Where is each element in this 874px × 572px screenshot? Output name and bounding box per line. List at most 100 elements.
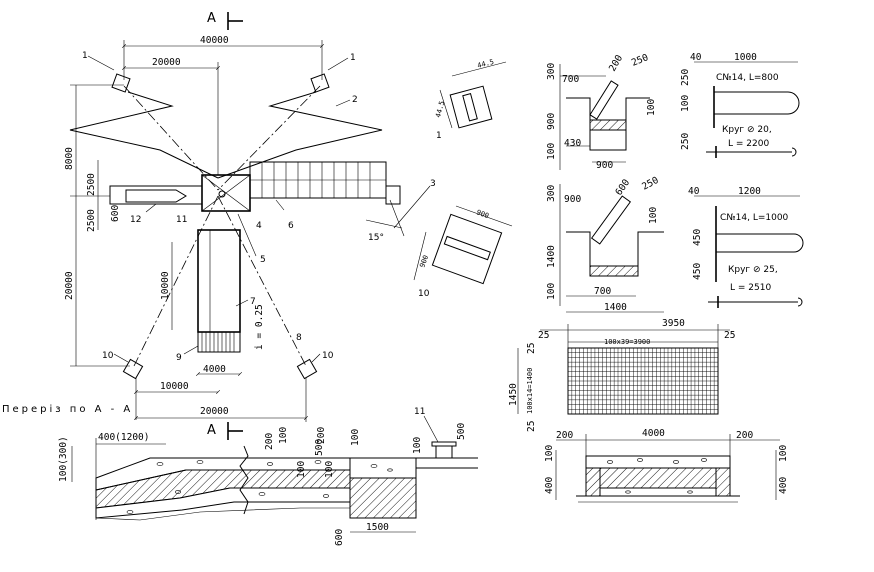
anchor-bottom-dim-900: 900 bbox=[564, 194, 581, 205]
section-mark-label-top: А bbox=[207, 11, 216, 26]
mesh-width: 3950 bbox=[662, 318, 685, 329]
anchor-top-dim-200: 200 bbox=[607, 53, 625, 74]
mesh-left-margin: 25 bbox=[538, 330, 549, 341]
slope-label: i = 0.25 bbox=[254, 304, 265, 350]
section-right-dim-200b: 200 bbox=[736, 430, 753, 441]
anchor-bottom-dim-1400: 1400 bbox=[546, 245, 557, 268]
plan-view: 40000 20000 1 1 2 8000 20000 2500 bbox=[64, 35, 436, 422]
dim-20000-top: 20000 bbox=[152, 57, 181, 68]
section-dim-500a: 500 bbox=[314, 439, 325, 456]
anchor-bottom-dim-100b: 100 bbox=[546, 283, 557, 300]
section-right-dim-200a: 200 bbox=[556, 430, 573, 441]
target-block-1-left: 1 bbox=[82, 51, 131, 93]
dim-4000-plan: 4000 bbox=[203, 364, 226, 375]
section-dim-400-1200: 400(1200) bbox=[98, 432, 149, 443]
section-dim-1500: 1500 bbox=[366, 522, 389, 533]
target-block-1-right: 1 bbox=[310, 53, 356, 93]
anchor-top-dim-100a: 100 bbox=[646, 99, 657, 116]
callout-4: 6 bbox=[288, 221, 294, 231]
anchor-top-dim-700: 700 bbox=[562, 74, 579, 85]
anchor-top-dim-900: 900 bbox=[546, 113, 557, 130]
section-callout-11: 11 bbox=[414, 407, 425, 417]
anchor-bottom-dim-300: 300 bbox=[546, 185, 557, 202]
mesh-cells-h: 100x39=3900 bbox=[604, 338, 650, 346]
callout-12: 12 bbox=[130, 215, 141, 225]
bar-bottom-round: Круг ⊘ 25, bbox=[728, 265, 778, 275]
section-dim-100d: 100 bbox=[350, 429, 361, 446]
bar-top-dim-250a: 250 bbox=[680, 133, 691, 150]
dim-20000-vertical: 20000 bbox=[64, 271, 75, 300]
section-dim-200a: 200 bbox=[264, 433, 275, 450]
section-right-dim-100b: 100 bbox=[778, 445, 789, 462]
section-dim-100b: 100 bbox=[296, 461, 307, 478]
section-dim-100c: 100 bbox=[324, 461, 335, 478]
bar-bottom-dim-40: 40 bbox=[688, 186, 700, 197]
bar-top-round: Круг ⊘ 20, bbox=[722, 125, 772, 135]
dim-600: 600 bbox=[110, 205, 121, 222]
callout-3: 3 bbox=[430, 179, 436, 189]
section-mark-label-bottom: А bbox=[207, 423, 216, 438]
target-block-10-right: 10 bbox=[296, 351, 334, 380]
bar-bottom-channel: С№14, L=1000 bbox=[720, 213, 789, 223]
callout-10-right: 10 bbox=[322, 351, 334, 361]
section-mark-top: А bbox=[207, 11, 243, 30]
section-mark-bottom: А bbox=[207, 422, 243, 440]
mesh-right-margin: 25 bbox=[724, 330, 735, 341]
bar-top-channel: С№14, L=800 bbox=[716, 73, 779, 83]
anchor-bottom-dim-700: 700 bbox=[594, 286, 611, 297]
detail-block-bottom: 900 900 10 bbox=[413, 205, 513, 299]
bar-top-length: L = 2200 bbox=[728, 139, 769, 149]
dim-10000-vertical: 10000 bbox=[160, 271, 171, 300]
dim-8000: 8000 bbox=[64, 147, 75, 170]
target-block-10-left: 10 bbox=[102, 351, 144, 380]
detail-bottom-dim-a: 900 bbox=[475, 208, 490, 220]
reinforcement-mesh: 25 3950 25 100x39=3900 25 1450 100x14=14… bbox=[508, 318, 735, 432]
bar-top-dim-40: 40 bbox=[690, 52, 702, 63]
bar-top-dim-100: 100 bbox=[680, 95, 691, 112]
anchor-detail-top: 250 700 300 200 900 100 430 900 100 40 1… bbox=[546, 52, 800, 171]
dim-10000-bottom: 10000 bbox=[160, 381, 189, 392]
detail-block-top: 44.5 44.5 1 bbox=[434, 58, 507, 141]
detail-top-dim-b: 44.5 bbox=[434, 100, 446, 118]
bar-top-dim-250b: 250 bbox=[680, 69, 691, 86]
callout-1-right: 1 bbox=[350, 53, 356, 63]
callout-10-left: 10 bbox=[102, 351, 114, 361]
anchor-top-dim-250: 250 bbox=[630, 52, 650, 69]
section-dim-600: 600 bbox=[334, 529, 345, 546]
angle-15: 15° bbox=[368, 233, 384, 243]
detail-bottom-callout: 10 bbox=[418, 289, 430, 299]
bar-bottom-dim-1200: 1200 bbox=[738, 186, 761, 197]
mesh-cells-v: 100x14=1400 bbox=[526, 368, 534, 414]
detail-top-callout: 1 bbox=[436, 131, 442, 141]
section-dim-100e: 100 bbox=[412, 437, 423, 454]
callout-2: 2 bbox=[352, 95, 358, 105]
bar-top-dim-1000: 1000 bbox=[734, 52, 757, 63]
bar-bottom-dim-450b: 450 bbox=[692, 263, 703, 280]
anchor-top-dim-300: 300 bbox=[546, 63, 557, 80]
section-dim-200b: 200 bbox=[316, 427, 327, 444]
callout-5: 4 bbox=[256, 221, 262, 231]
section-right-dim-400b: 400 bbox=[778, 477, 789, 494]
anchor-bottom-dim-1400b: 1400 bbox=[604, 302, 627, 313]
mesh-bottom-left: 25 bbox=[526, 421, 537, 432]
dim-2500-a: 2500 bbox=[86, 173, 97, 196]
anchor-bottom-dim-600: 600 bbox=[613, 177, 632, 198]
runway-7 bbox=[197, 229, 241, 333]
callout-7: 7 bbox=[250, 297, 256, 307]
bar-bottom-length: L = 2510 bbox=[730, 283, 771, 293]
section-dim-500b: 500 bbox=[456, 423, 467, 440]
section-caption: Переріз по А - А bbox=[2, 403, 133, 415]
callout-9: 9 bbox=[176, 353, 182, 363]
detail-bottom-dim-b: 900 bbox=[418, 254, 430, 269]
callout-11-plan: 11 bbox=[176, 215, 187, 225]
dim-40000: 40000 bbox=[200, 35, 229, 46]
anchor-detail-bottom: 250 900 300 1400 100 700 1400 100 600 40… bbox=[546, 175, 804, 313]
callout-1-left: 1 bbox=[82, 51, 88, 61]
section-right-dim-4000: 4000 bbox=[642, 428, 665, 439]
section-dim-100a: 100 bbox=[278, 427, 289, 444]
bar-bottom-dim-450a: 450 bbox=[692, 229, 703, 246]
anchor-top-dim-430: 430 bbox=[564, 138, 581, 149]
section-right-dim-400a: 400 bbox=[544, 477, 555, 494]
anchor-bottom-dim-100a: 100 bbox=[648, 207, 659, 224]
